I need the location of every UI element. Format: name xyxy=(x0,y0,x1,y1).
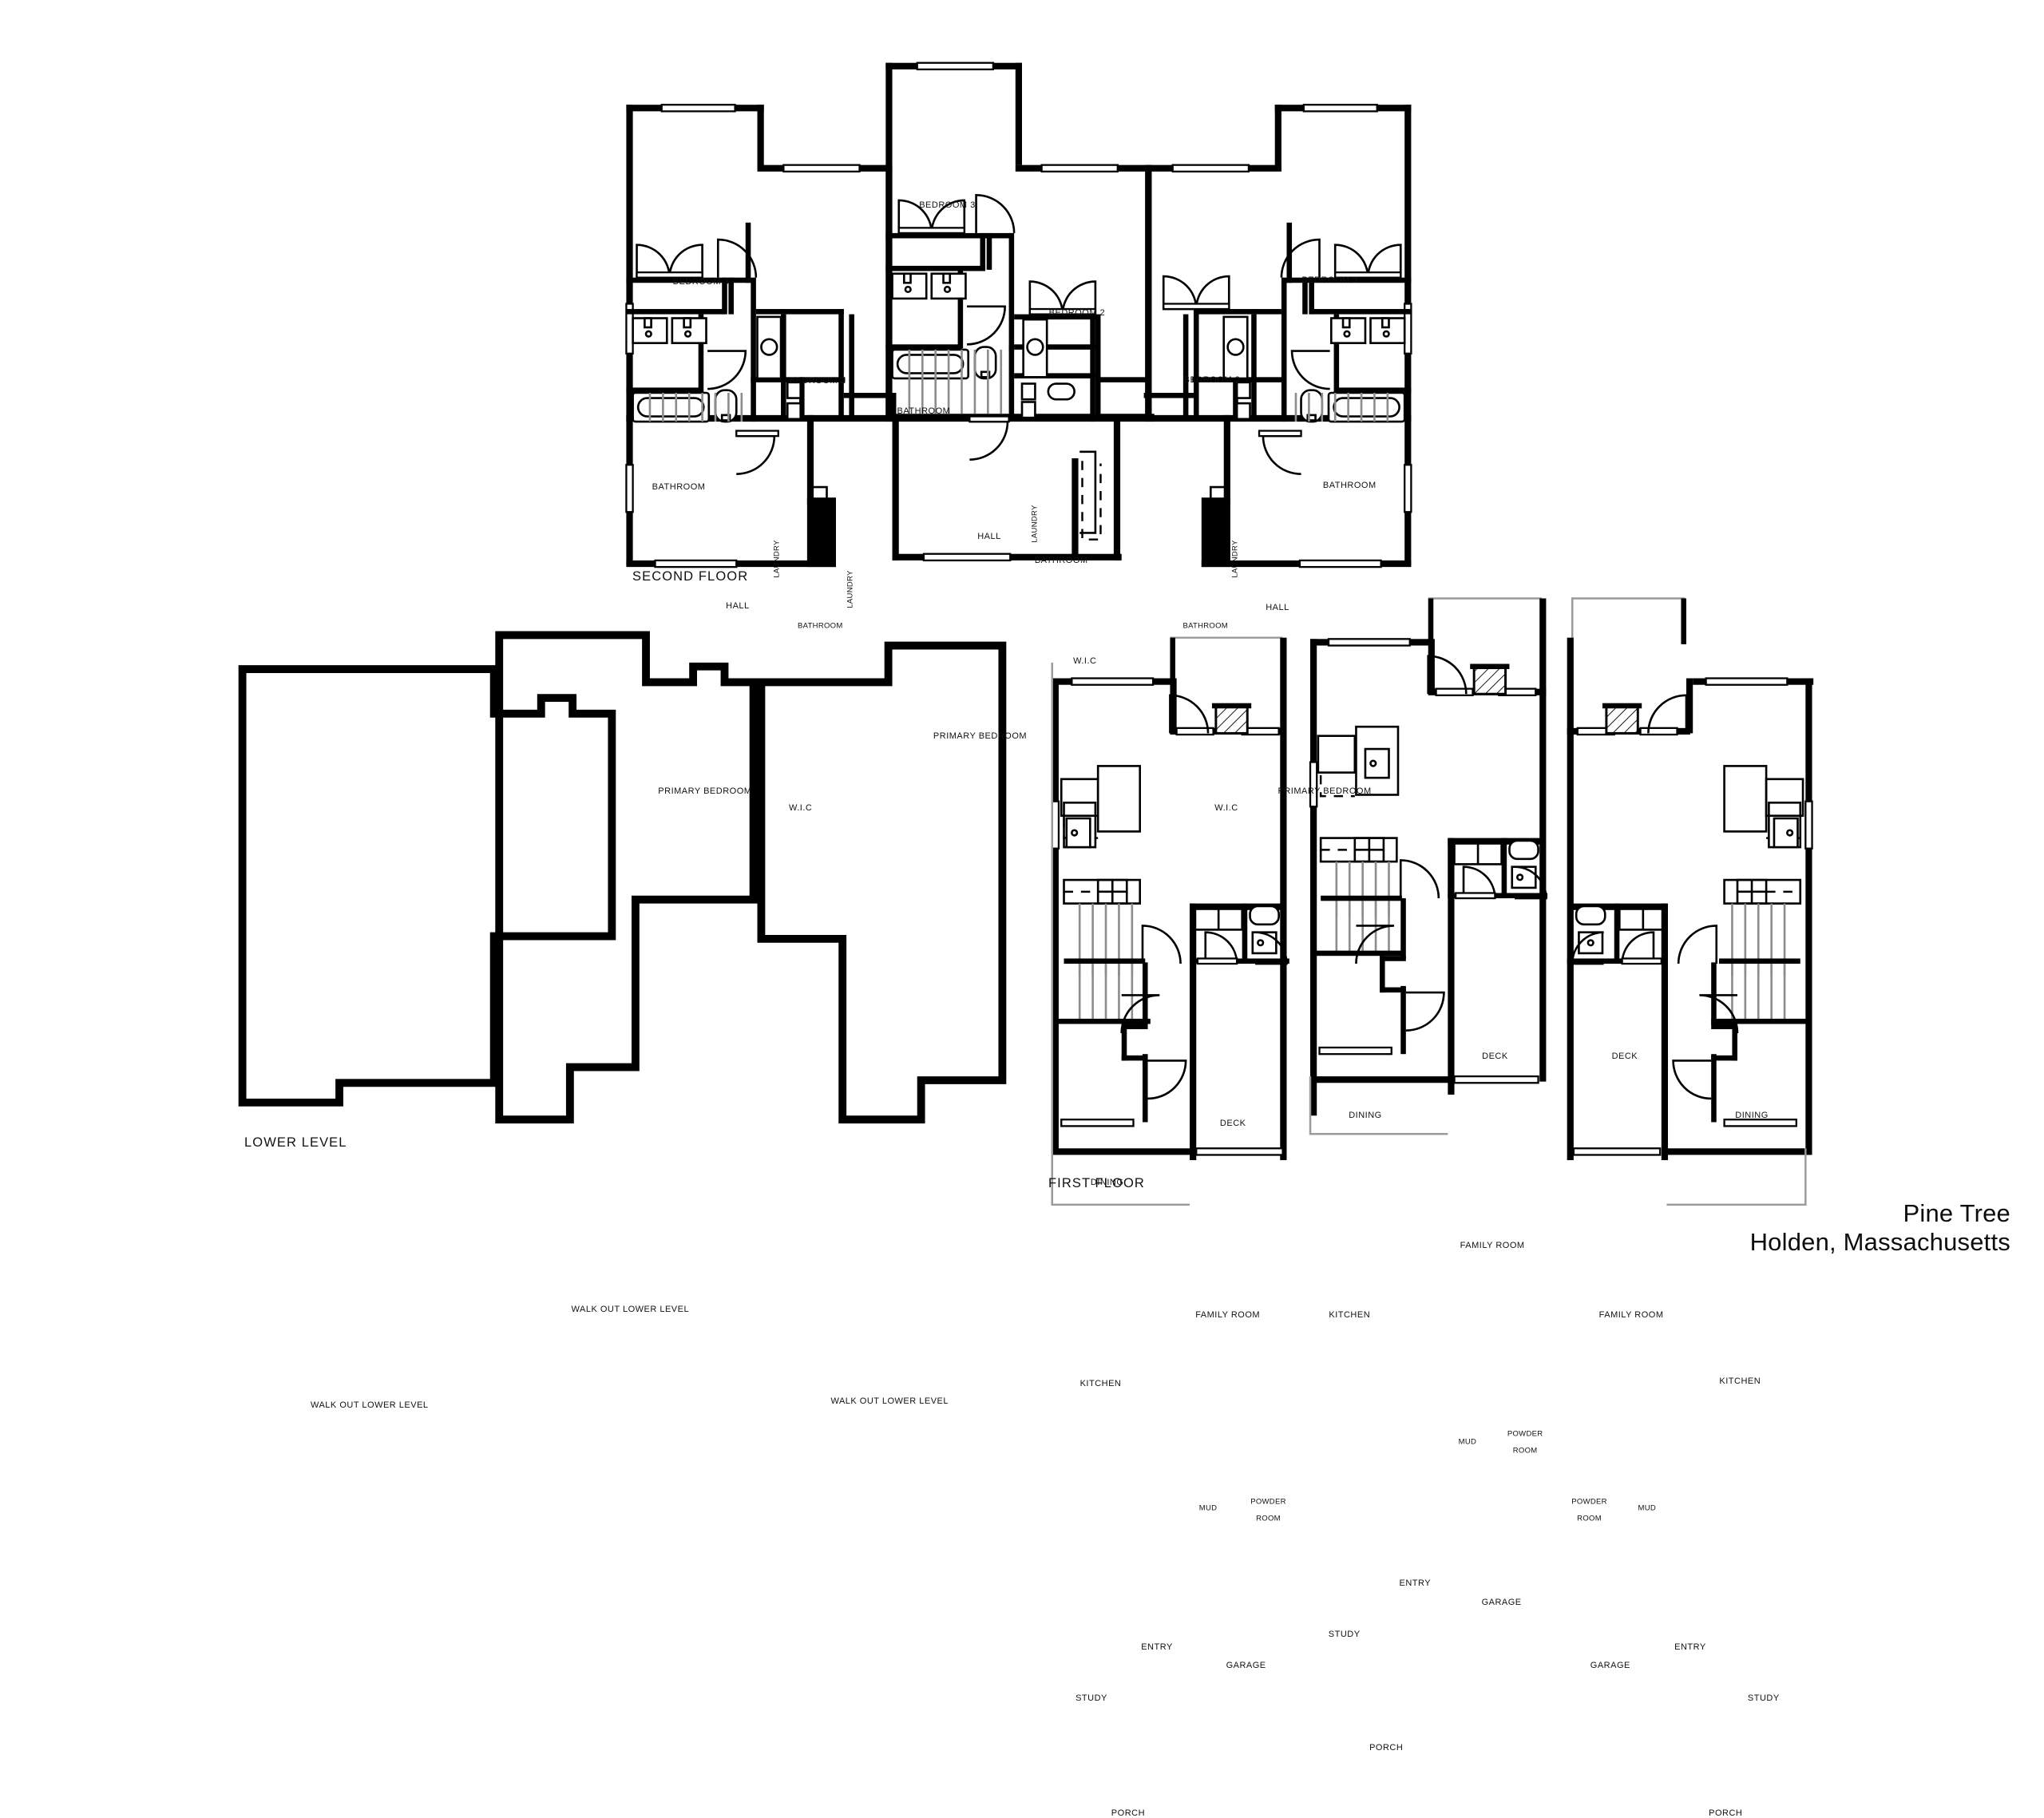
room-label-f2-entry: ENTRY xyxy=(1399,1578,1432,1588)
plan-title-lower-level: LOWER LEVEL xyxy=(244,1135,347,1150)
project-name: Pine Tree xyxy=(1903,1198,2010,1227)
room-label-f3-garage: GARAGE xyxy=(1590,1661,1630,1671)
room-label-f1-mud: MUD xyxy=(1198,1503,1218,1513)
room-label-f3-family: FAMILY ROOM xyxy=(1598,1309,1664,1320)
room-label-f2-porch: PORCH xyxy=(1369,1743,1404,1753)
room-label-f1-kitchen: KITCHEN xyxy=(1079,1379,1122,1389)
second-floor-unit-1 xyxy=(625,104,895,568)
floor-plan-drawing xyxy=(238,61,1814,1206)
title-block: Pine Tree Holden, Massachusetts xyxy=(1750,1199,2010,1258)
lower-level-plan-geometry xyxy=(238,631,1007,1124)
room-label-f3-porch: PORCH xyxy=(1709,1808,1743,1818)
room-label-f2-mud: MUD xyxy=(1458,1437,1477,1447)
project-location: Holden, Massachusetts xyxy=(1749,1228,2010,1257)
plan-title-second-floor: SECOND FLOOR xyxy=(632,569,749,584)
room-label-f3-entry: ENTRY xyxy=(1674,1642,1706,1653)
plan-title-first-floor: FIRST FLOOR xyxy=(1048,1176,1145,1190)
room-label-f1-powder2: ROOM xyxy=(1256,1514,1281,1523)
room-label-f2-garage: GARAGE xyxy=(1481,1598,1522,1608)
room-label-f2-study: STUDY xyxy=(1328,1629,1361,1639)
room-label-f3-study: STUDY xyxy=(1747,1693,1780,1704)
first-floor-unit-2 xyxy=(1309,597,1548,1135)
room-label-f1-family: FAMILY ROOM xyxy=(1195,1309,1261,1320)
room-label-f1-study: STUDY xyxy=(1075,1693,1107,1704)
room-label-f3-powder2: ROOM xyxy=(1577,1514,1602,1523)
room-label-ll-left: WALK OUT LOWER LEVEL xyxy=(310,1400,429,1410)
first-floor-unit-1 xyxy=(1051,636,1289,1206)
second-floor-unit-2 xyxy=(885,61,1155,562)
room-label-f1-garage: GARAGE xyxy=(1226,1661,1266,1671)
room-label-f1-powder: POWDER xyxy=(1250,1497,1286,1507)
room-label-f2-powder2: ROOM xyxy=(1512,1446,1538,1456)
first-floor-plan-geometry xyxy=(1051,597,1814,1206)
room-label-f3-mud: MUD xyxy=(1638,1503,1657,1513)
second-floor-plan-geometry xyxy=(625,61,1412,568)
room-label-f1-entry: ENTRY xyxy=(1141,1642,1173,1653)
room-label-ll-middle: WALK OUT LOWER LEVEL xyxy=(571,1305,690,1314)
room-label-ll-right: WALK OUT LOWER LEVEL xyxy=(830,1396,949,1406)
room-label-f3-kitchen: KITCHEN xyxy=(1719,1376,1761,1387)
first-floor-unit-3 xyxy=(1567,597,1814,1206)
room-label-f3-powder: POWDER xyxy=(1571,1497,1607,1507)
second-floor-unit-3 xyxy=(1143,104,1412,568)
room-label-f1-porch: PORCH xyxy=(1111,1808,1146,1818)
room-label-f2-kitchen: KITCHEN xyxy=(1329,1309,1371,1320)
room-label-f2-powder: POWDER xyxy=(1507,1429,1543,1439)
